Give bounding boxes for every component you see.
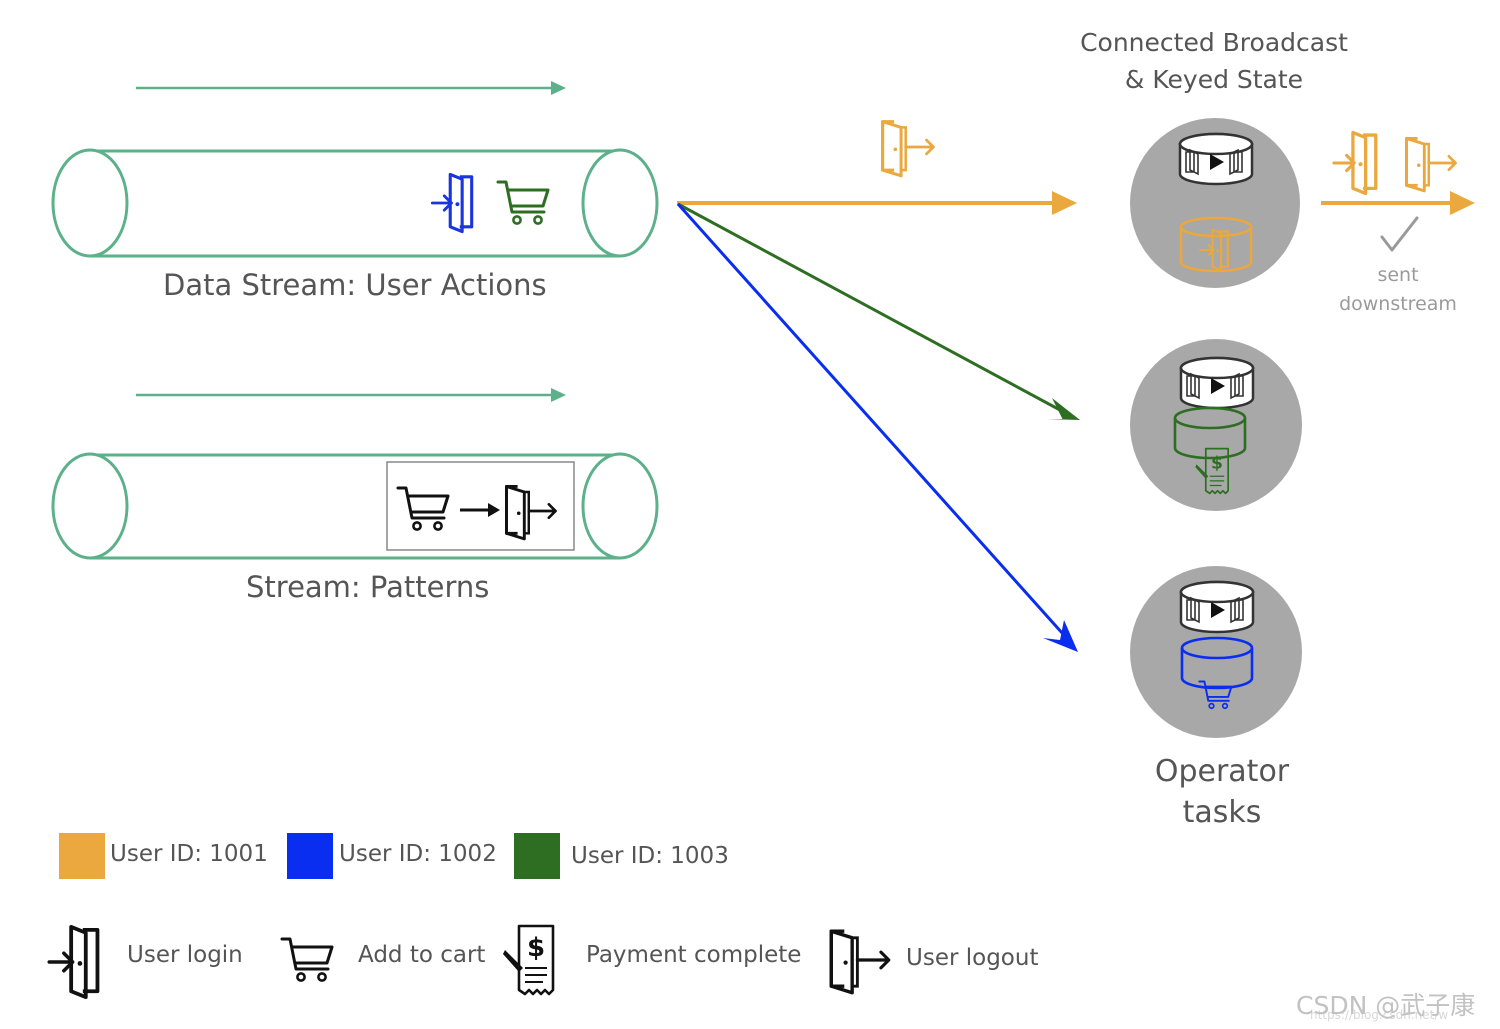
- check-icon: [1380, 216, 1419, 252]
- routing-arrow-green: [677, 202, 1080, 420]
- pattern-box: [386, 461, 575, 551]
- cart-icon: [496, 180, 550, 226]
- watermark: CSDN @武子康: [1296, 991, 1476, 1020]
- patterns-pipe: [51, 452, 659, 560]
- patterns-stream-label: Stream: Patterns: [246, 570, 490, 604]
- sent-downstream-line2: downstream: [1339, 293, 1457, 315]
- watermark-url: https://blog.csdn.net/w: [1310, 1008, 1449, 1022]
- legend-swatch-1002: [287, 833, 333, 879]
- sent-downstream-line1: sent: [1377, 264, 1419, 286]
- legend-user-1003-label: User ID: 1003: [571, 843, 729, 869]
- operator-tasks-line2: tasks: [1182, 795, 1262, 830]
- legend-swatch-1001: [59, 833, 105, 879]
- routing-arrow-blue: [676, 202, 1078, 652]
- user-actions-pipe: [51, 148, 659, 258]
- operator-tasks-line1: Operator: [1154, 754, 1290, 789]
- login-icon: [430, 172, 474, 234]
- logout-icon: [881, 120, 935, 178]
- state-title-line2: & Keyed State: [1124, 65, 1304, 94]
- user-actions-stream-label: Data Stream: User Actions: [163, 268, 547, 302]
- operator-task-3: [1130, 566, 1302, 738]
- legend-login-label: User login: [127, 942, 243, 968]
- stream-direction-arrow: [136, 81, 566, 402]
- legend-logout-label: User logout: [906, 945, 1039, 971]
- legend-user-1001-label: User ID: 1001: [110, 841, 268, 867]
- operator-task-2: [1130, 339, 1302, 511]
- state-title-line1: Connected Broadcast: [1080, 28, 1348, 57]
- sent-downstream-label: sent downstream: [1318, 261, 1478, 319]
- downstream-arrow: [1321, 191, 1475, 215]
- login-icon: [1332, 130, 1378, 196]
- legend-cart-label: Add to cart: [358, 942, 486, 968]
- logout-icon: [829, 929, 891, 995]
- login-icon: [49, 927, 97, 997]
- operator-tasks-label: Operator tasks: [1122, 751, 1322, 833]
- cart-icon: [280, 937, 334, 983]
- arrow-right-icon: [460, 503, 500, 517]
- routing-arrow-orange: [677, 191, 1077, 215]
- logout-icon: [1404, 136, 1458, 193]
- legend-user-1002-label: User ID: 1002: [339, 841, 497, 867]
- state-title: Connected Broadcast & Keyed State: [1062, 24, 1366, 98]
- legend-payment-label: Payment complete: [586, 942, 802, 968]
- legend-swatch-1003: [514, 833, 560, 879]
- operator-task-1: [1130, 118, 1300, 288]
- receipt-icon: [502, 924, 555, 996]
